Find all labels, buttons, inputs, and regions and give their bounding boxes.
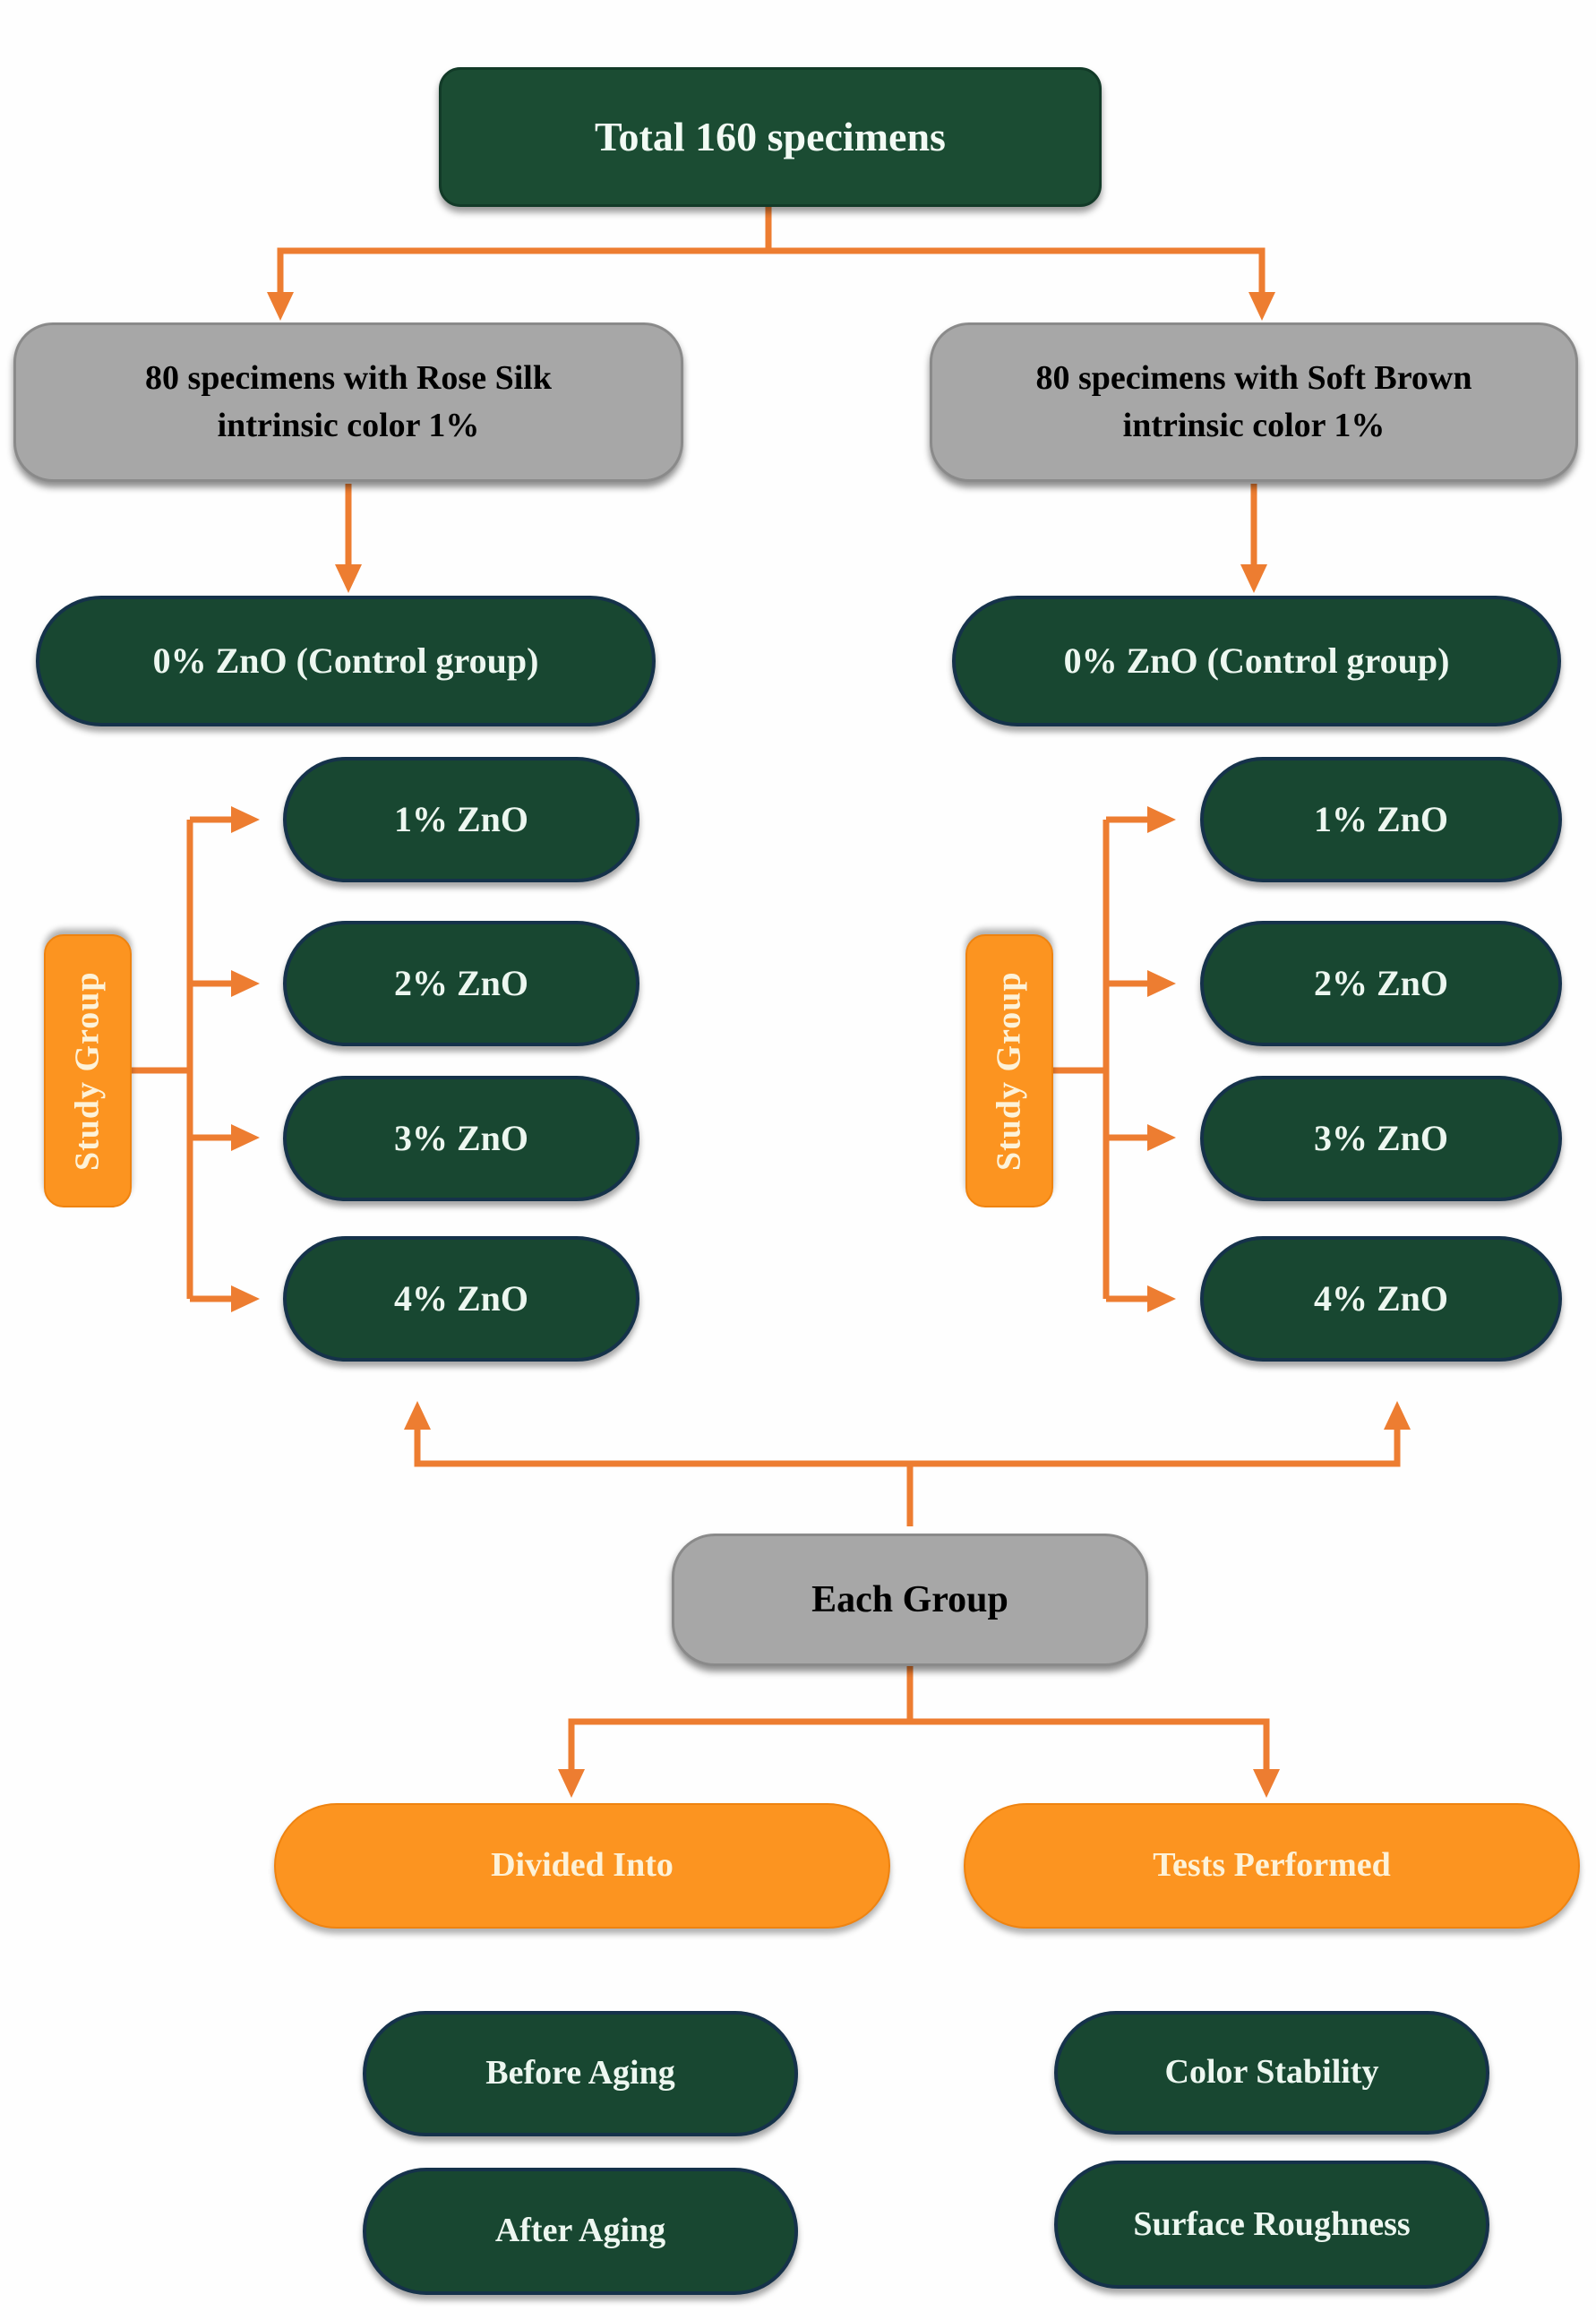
wire-arrowheads <box>231 292 1411 1798</box>
zno-1-right-pill: 1% ZnO <box>1200 757 1562 882</box>
zno-1-left-pill: 1% ZnO <box>283 757 639 882</box>
rose-silk-box: 80 specimens with Rose Silk intrinsic co… <box>13 322 683 482</box>
divided-into-pill: Divided Into <box>274 1803 890 1929</box>
zno-3-right-pill: 3% ZnO <box>1200 1076 1562 1201</box>
total-specimens-box: Total 160 specimens <box>439 67 1102 207</box>
after-aging-pill: After Aging <box>363 2168 798 2295</box>
study-group-right-label: Study Group <box>965 934 1053 1207</box>
zno-2-right-pill: 2% ZnO <box>1200 921 1562 1046</box>
zno-4-right-pill: 4% ZnO <box>1200 1236 1562 1362</box>
surface-roughness-pill: Surface Roughness <box>1054 2161 1489 2289</box>
control-group-right-pill: 0% ZnO (Control group) <box>952 596 1561 726</box>
tests-performed-pill: Tests Performed <box>964 1803 1580 1929</box>
soft-brown-box: 80 specimens with Soft Brown intrinsic c… <box>930 322 1578 482</box>
before-aging-pill: Before Aging <box>363 2011 798 2136</box>
control-group-left-pill: 0% ZnO (Control group) <box>36 596 656 726</box>
wire-strokes <box>132 207 1401 1771</box>
zno-3-left-pill: 3% ZnO <box>283 1076 639 1201</box>
color-stability-pill: Color Stability <box>1054 2011 1489 2135</box>
zno-4-left-pill: 4% ZnO <box>283 1236 639 1362</box>
each-group-box: Each Group <box>672 1534 1148 1666</box>
study-group-left-label: Study Group <box>44 934 132 1207</box>
zno-2-left-pill: 2% ZnO <box>283 921 639 1046</box>
